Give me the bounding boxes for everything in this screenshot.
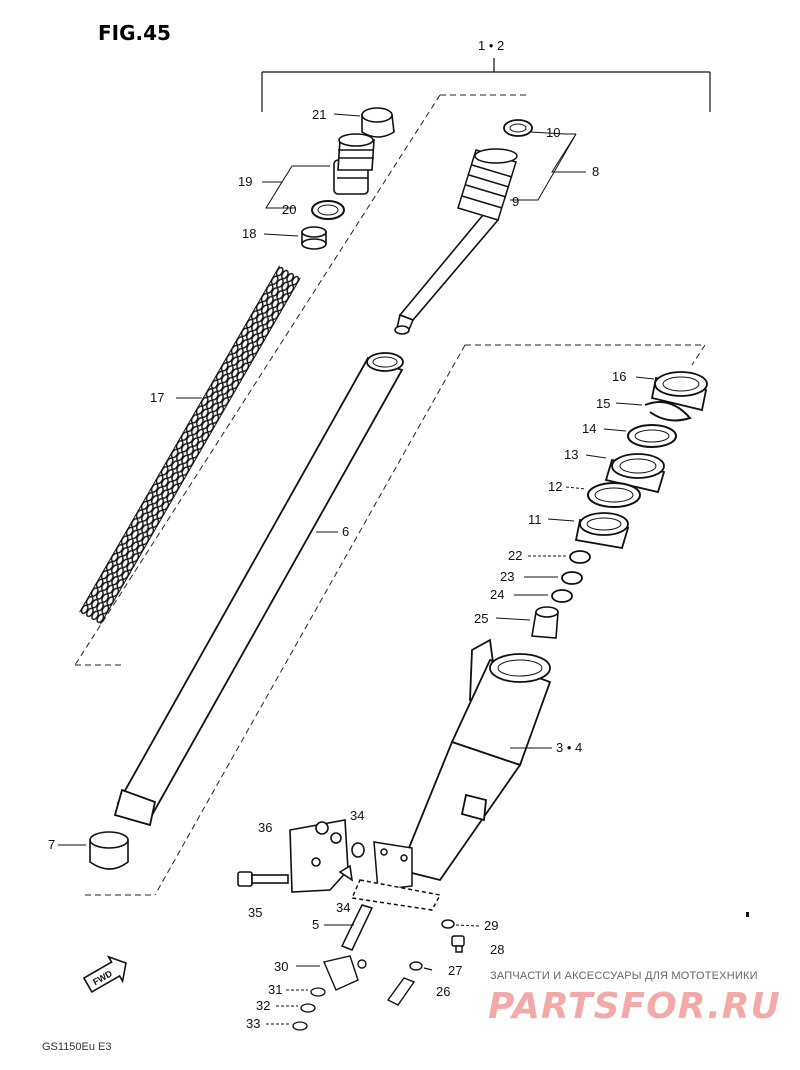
assembly-bracket: [261, 58, 711, 112]
label-34-top: 34: [350, 808, 364, 823]
label-3-4: 3 • 4: [556, 740, 582, 755]
part-29-gasket: [441, 919, 455, 929]
label-19: 19: [238, 174, 252, 189]
label-16: 16: [612, 369, 626, 384]
part-21-cap: [361, 107, 395, 138]
part-31-washer: [310, 987, 326, 997]
label-18: 18: [242, 226, 256, 241]
label-20: 20: [282, 202, 296, 217]
label-34-bottom: 34: [336, 900, 350, 915]
label-31: 31: [268, 982, 282, 997]
watermark-caption: ЗАПЧАСТИ И АКСЕССУАРЫ ДЛЯ МОТОТЕХНИКИ: [490, 970, 758, 982]
part-19-bolt: [333, 133, 375, 195]
part-23-washer: [561, 571, 583, 585]
part-12-washer-inner: [594, 487, 634, 503]
callout-8-9-10: [510, 131, 586, 201]
part-15-circlip: [644, 401, 692, 422]
part-24-gasket: [551, 589, 573, 603]
part-3-4-outer-tube: [398, 638, 552, 882]
label-7: 7: [48, 837, 55, 852]
label-32: 32: [256, 998, 270, 1013]
part-14-washer: [627, 424, 677, 448]
label-9: 9: [512, 194, 519, 209]
part-22-ring: [569, 550, 591, 564]
fwd-arrow-icon: FWD: [82, 955, 127, 994]
label-23: 23: [500, 569, 514, 584]
part-34-nut: [338, 842, 365, 882]
part-27-washer: [409, 961, 433, 971]
label-25: 25: [474, 611, 488, 626]
label-28: 28: [490, 942, 504, 957]
label-30: 30: [274, 959, 288, 974]
callout-19: [262, 165, 330, 209]
part-13-oil-seal: [604, 453, 666, 494]
part-11-guide-bushing: [574, 512, 630, 550]
part-35-bolt: [237, 871, 289, 887]
part-8-damper-rod: [394, 214, 500, 335]
label-33: 33: [246, 1016, 260, 1031]
part-16-dust-seal: [650, 371, 708, 412]
part-17-spring: [79, 265, 301, 625]
part-26-bolt: [386, 977, 416, 1006]
label-5: 5: [312, 917, 319, 932]
label-35: 35: [248, 905, 262, 920]
part-20-o-ring: [311, 200, 345, 220]
part-28-drain-screw: [451, 935, 465, 953]
group-outline-spring: [74, 94, 530, 666]
axle-holder-assembly: [350, 841, 442, 911]
part-9-piston-rings: [457, 148, 518, 221]
label-29: 29: [484, 918, 498, 933]
part-6-inner-tube: [113, 352, 404, 827]
label-24: 24: [490, 587, 504, 602]
part-18-spacer: [301, 226, 327, 250]
label-13: 13: [564, 447, 578, 462]
part-20-o-ring-inner: [317, 204, 339, 216]
label-6: 6: [342, 524, 349, 539]
label-8: 8: [592, 164, 599, 179]
label-22: 22: [508, 548, 522, 563]
label-27: 27: [448, 963, 462, 978]
label-26: 26: [436, 984, 450, 999]
group-outline-lower: [85, 344, 706, 896]
figure-title: FIG.45: [98, 21, 171, 45]
label-14: 14: [582, 421, 596, 436]
part-30-holder: [323, 955, 367, 991]
part-33-nut: [292, 1021, 308, 1031]
footer-code: GS1150Eu E3: [42, 1041, 112, 1053]
label-12: 12: [548, 479, 562, 494]
label-1-2: 1 • 2: [478, 38, 504, 53]
stray-mark: [746, 912, 749, 917]
part-7-bushing: [89, 831, 129, 870]
part-36-axle-holder: [289, 819, 349, 893]
label-15: 15: [596, 396, 610, 411]
label-10: 10: [546, 125, 560, 140]
part-10-ring: [503, 119, 533, 137]
part-14-washer-inner: [634, 429, 670, 443]
part-25-oil-lock-piece: [531, 606, 559, 639]
label-36: 36: [258, 820, 272, 835]
label-11: 11: [528, 512, 542, 527]
part-5-stud: [340, 904, 374, 951]
label-17: 17: [150, 390, 164, 405]
watermark-logo: PARTSFOR.RU: [488, 986, 781, 1027]
label-21: 21: [312, 107, 326, 122]
part-32-spring-washer: [300, 1003, 316, 1013]
part-12-washer: [587, 482, 641, 508]
